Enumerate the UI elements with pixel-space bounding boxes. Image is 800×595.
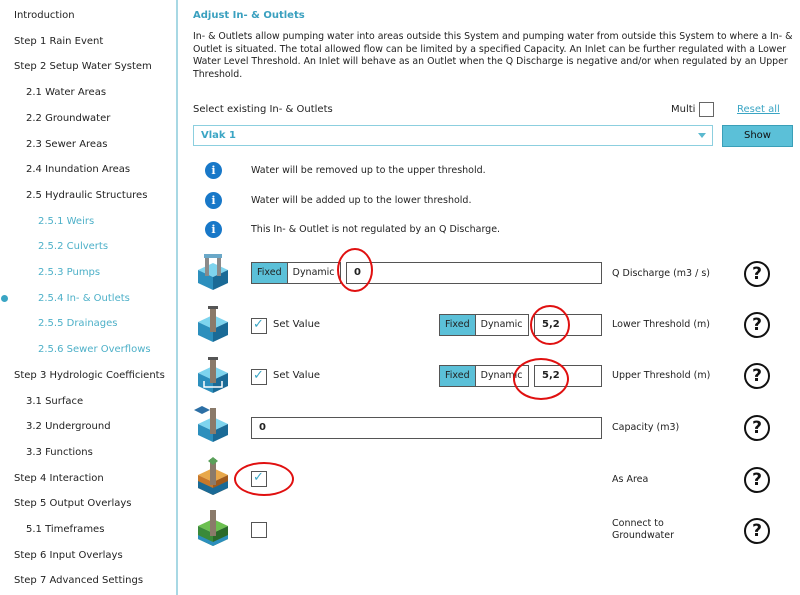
connect-groundwater-label-line2: Groundwater [612,530,675,541]
chevron-down-icon [698,133,706,138]
show-button[interactable]: Show [722,125,793,147]
page-title: Adjust In- & Outlets [193,10,305,21]
sidebar-item[interactable]: 2.5.1 Weirs [38,215,95,227]
sidebar-item[interactable]: 2.4 Inundation Areas [26,164,131,176]
checkmark-icon: ✓ [253,368,264,383]
checkmark-icon: ✓ [253,317,264,332]
reset-all-link[interactable]: Reset all [737,104,780,115]
help-icon[interactable]: ? [744,261,770,287]
inlet-structure-icon [194,406,228,442]
capacity-value: 0 [259,422,266,433]
upper-threshold-checkbox[interactable]: ✓ [251,368,267,385]
sidebar-item[interactable]: 3.2 Underground [26,421,111,433]
connect-groundwater-label: Connect to Groundwater [612,518,674,542]
main-panel: Adjust In- & Outlets In- & Outlets allow… [178,0,800,595]
annotation-circle [530,305,570,345]
capacity-label: Capacity (m3) [612,422,680,433]
help-icon[interactable]: ? [744,518,770,544]
sidebar-item[interactable]: 2.3 Sewer Areas [26,138,108,150]
lower-threshold-toggle: Fixed Dynamic [439,314,529,336]
q-discharge-label: Q Discharge (m3 / s) [612,268,711,279]
q-discharge-input[interactable]: 0 [346,262,602,284]
lower-threshold-checkbox[interactable]: ✓ [251,317,267,334]
upper-threshold-toggle: Fixed Dynamic [439,365,529,387]
active-indicator [1,294,8,302]
description-text: In- & Outlets allow pumping water into a… [193,31,793,80]
sidebar-item[interactable]: Step 7 Advanced Settings [14,575,144,587]
select-label: Select existing In- & Outlets [193,104,333,115]
help-icon[interactable]: ? [744,312,770,338]
sidebar-item[interactable]: Step 6 Input Overlays [14,549,123,561]
multi-label: Multi [671,104,696,115]
lower-threshold-label: Lower Threshold (m) [612,319,710,330]
fixed-toggle[interactable]: Fixed [440,366,476,386]
sidebar-item[interactable]: 2.5.4 In- & Outlets [38,292,130,304]
sidebar-item[interactable]: 2.5.5 Drainages [38,318,118,330]
dynamic-toggle[interactable]: Dynamic [480,319,523,330]
sidebar-item[interactable]: 3.3 Functions [26,446,93,458]
help-icon[interactable]: ? [744,467,770,493]
connect-groundwater-label-line1: Connect to [612,518,664,529]
inlet-structure-icon [198,357,228,393]
info-icon: i [205,221,222,238]
annotation-circle [337,248,373,292]
multi-checkbox[interactable] [699,102,714,117]
sidebar-item[interactable]: Step 2 Setup Water System [14,61,152,73]
sidebar-item[interactable]: 2.5 Hydraulic Structures [26,189,148,201]
sidebar-item[interactable]: Introduction [14,10,75,21]
inlet-structure-icon [198,510,228,546]
sidebar-item[interactable]: 5.1 Timeframes [26,524,105,535]
sidebar-item[interactable]: 3.1 Surface [26,395,84,407]
dynamic-toggle[interactable]: Dynamic [480,370,523,381]
info-text-discharge: This In- & Outlet is not regulated by an… [251,224,501,235]
help-icon[interactable]: ? [744,363,770,389]
help-icon[interactable]: ? [744,415,770,441]
connect-groundwater-checkbox[interactable] [251,522,267,538]
fixed-toggle[interactable]: Fixed [252,263,288,283]
set-value-label: Set Value [273,370,321,381]
sidebar-item[interactable]: Step 4 Interaction [14,472,104,484]
info-text-lower: Water will be added up to the lower thre… [251,195,472,206]
inlet-select-dropdown[interactable]: Vlak 1 [193,125,713,146]
sidebar-item[interactable]: Step 1 Rain Event [14,35,104,47]
sidebar-item[interactable]: 2.5.6 Sewer Overflows [38,344,151,356]
sidebar-item[interactable]: 2.5.3 Pumps [38,267,101,278]
sidebar-item[interactable]: 2.2 Groundwater [26,112,111,124]
upper-threshold-label: Upper Threshold (m) [612,370,711,381]
capacity-input[interactable]: 0 [251,417,602,439]
annotation-circle [513,358,569,400]
annotation-circle [234,462,294,496]
info-icon: i [205,192,222,209]
sidebar-item[interactable]: Step 3 Hydrologic Coefficients [14,369,165,381]
dropdown-value: Vlak 1 [201,130,237,141]
as-area-label: As Area [612,474,649,485]
info-icon: i [205,162,222,179]
dynamic-toggle[interactable]: Dynamic [292,267,335,278]
inlet-structure-icon [198,306,228,342]
q-discharge-toggle: Fixed Dynamic [251,262,341,284]
info-text-upper: Water will be removed up to the upper th… [251,165,486,176]
inlet-structure-icon [198,254,228,290]
inlet-structure-icon [198,457,228,495]
set-value-label: Set Value [273,319,321,330]
sidebar-item[interactable]: 2.1 Water Areas [26,87,107,99]
sidebar-item[interactable]: Step 5 Output Overlays [14,498,132,510]
fixed-toggle[interactable]: Fixed [440,315,476,335]
sidebar-item[interactable]: 2.5.2 Culverts [38,241,109,253]
